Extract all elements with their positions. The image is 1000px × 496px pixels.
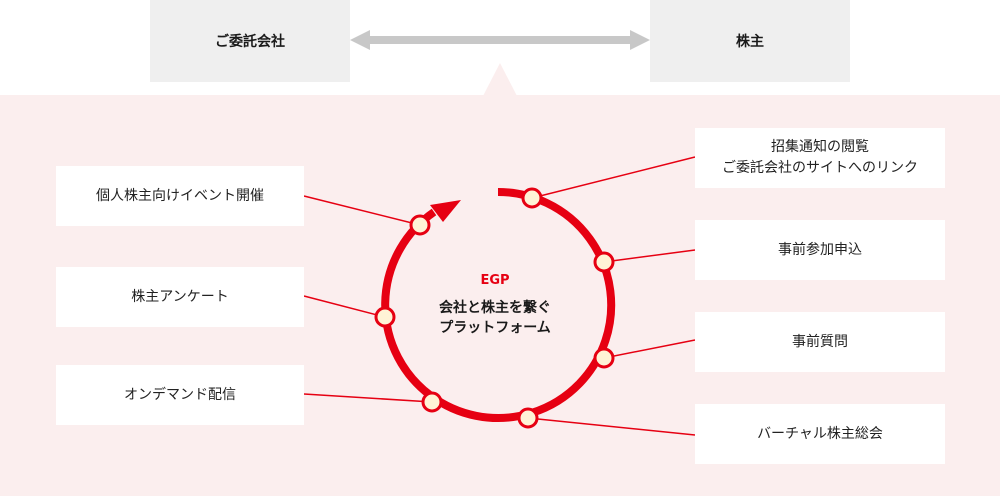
node-register [593, 251, 615, 273]
shareholder-label: 株主 [736, 34, 764, 50]
connector-lines [303, 156, 696, 436]
platform-line-1: 会社と株主を繋ぐ [439, 300, 551, 316]
feature-box-notice: 招集通知の閲覧 ご委託会社のサイトへのリンク [695, 128, 945, 188]
connector-line-event [303, 195, 421, 226]
connector-line-notice [531, 156, 696, 199]
feature-label: オンデマンド配信 [124, 386, 236, 403]
connector-line-survey [303, 295, 386, 318]
node-notice [521, 187, 543, 209]
node-ondemand [421, 391, 443, 413]
feature-label: 株主アンケート [131, 288, 229, 305]
company-label: ご委託会社 [215, 34, 285, 50]
double-arrow-icon [350, 30, 650, 50]
cycle-nodes [374, 187, 615, 429]
node-survey [374, 306, 396, 328]
feature-label: バーチャル株主総会 [757, 425, 883, 442]
feature-label-line-2: ご委託会社のサイトへのリンク [722, 160, 918, 176]
feature-box-ondemand: オンデマンド配信 [56, 365, 304, 425]
feature-box-question: 事前質問 [695, 312, 945, 372]
platform-line-2: プラットフォーム [439, 320, 551, 336]
egp-title: EGP [480, 273, 510, 288]
connector-line-question [603, 339, 696, 359]
company-box: ご委託会社 [150, 0, 350, 82]
node-event [409, 214, 431, 236]
arrow-head-right [630, 30, 650, 50]
node-question [593, 347, 615, 369]
feature-label: 事前質問 [792, 333, 848, 350]
platform-center-label: EGP 会社と株主を繋ぐ プラットフォーム [395, 272, 595, 338]
feature-notice-text: 招集通知の閲覧 ご委託会社のサイトへのリンク [722, 137, 918, 179]
feature-label: 事前参加申込 [778, 241, 862, 258]
feature-label-line-1: 招集通知の閲覧 [771, 139, 869, 155]
feature-box-survey: 株主アンケート [56, 267, 304, 327]
arrow-head-left [350, 30, 370, 50]
node-virtual [517, 407, 539, 429]
feature-box-register: 事前参加申込 [695, 220, 945, 280]
connector-line-virtual [527, 417, 696, 436]
feature-label: 個人株主向けイベント開催 [96, 187, 264, 204]
arrow-shaft [368, 36, 632, 44]
feature-box-virtual: バーチャル株主総会 [695, 404, 945, 464]
connector-line-register [603, 249, 696, 263]
connector-line-ondemand [303, 393, 433, 403]
feature-box-event: 個人株主向けイベント開催 [56, 166, 304, 226]
callout-pointer [483, 63, 517, 96]
cycle-arrowhead-icon [430, 200, 461, 222]
shareholder-box: 株主 [650, 0, 850, 82]
